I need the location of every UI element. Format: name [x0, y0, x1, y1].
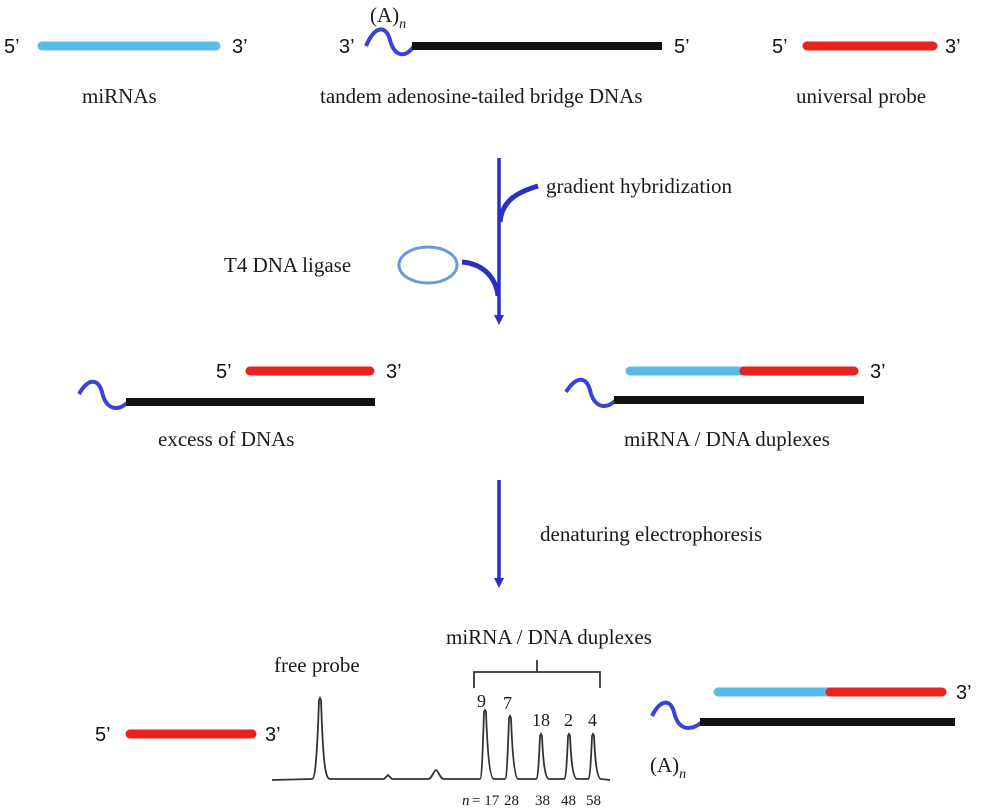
peak-label: 2 [564, 710, 573, 730]
excess-dna-group: 5’ 3’ excess of DNAs [77, 361, 402, 451]
electropherogram-trace [271, 695, 611, 781]
free-probe-label: free probe [274, 653, 360, 677]
mirnas-label: miRNAs [82, 84, 157, 108]
n-value: = 17 [472, 793, 500, 809]
ligase-icon [397, 245, 459, 285]
universal-probe-group: 5’ 3’ universal probe [772, 36, 961, 108]
peak-label: 18 [532, 710, 550, 730]
step1-arrow-group: gradient hybridization T4 DNA ligase [224, 158, 733, 325]
peak-label: 7 [503, 693, 512, 713]
probe-5prime-label: 5’ [772, 36, 788, 58]
denaturing-electrophoresis-label: denaturing electrophoresis [540, 522, 762, 546]
universal-probe-label: universal probe [796, 84, 926, 108]
n-value: 28 [504, 793, 519, 809]
mirna-5prime-label: 5’ [4, 36, 20, 58]
duplexes-label: miRNA / DNA duplexes [624, 427, 830, 451]
hybridization-branch [497, 183, 539, 223]
duplex-group: 3’ miRNA / DNA duplexes [564, 361, 886, 451]
step2-arrow-group: denaturing electrophoresis [494, 480, 762, 588]
gradient-hybridization-label: gradient hybridization [546, 174, 733, 198]
excess-5prime-label: 5’ [216, 361, 232, 383]
an-tail-label-top: (A)n [370, 3, 406, 32]
bridge-3prime-label: 3’ [339, 36, 355, 58]
mirna-strand-group: 5’ 3’ miRNAs [4, 36, 248, 108]
n-value: 38 [535, 793, 550, 809]
electropherogram: free probe miRNA / DNA duplexes 9 7 18 2… [271, 625, 652, 809]
final-tail [650, 700, 704, 730]
duplex-tail [564, 377, 618, 408]
free-probe-strand-group: 5’ 3’ [95, 724, 281, 746]
bridge-dna-group: (A)n 3’ 5’ tandem adenosine-tailed bridg… [320, 3, 690, 108]
n-value: 58 [586, 793, 601, 809]
duplexes-bracket [473, 660, 601, 688]
peak-label: 4 [588, 710, 597, 730]
bridge-5prime-label: 5’ [674, 36, 690, 58]
excess-tail [77, 379, 130, 410]
free-3prime-label: 3’ [265, 724, 281, 746]
probe-3prime-label: 3’ [945, 36, 961, 58]
duplexes-bracket-label: miRNA / DNA duplexes [446, 625, 652, 649]
mirna-3prime-label: 3’ [232, 36, 248, 58]
final-duplex-group: 3’ (A)n [650, 682, 972, 782]
n-value: 48 [561, 793, 576, 809]
t4-ligase-label: T4 DNA ligase [224, 253, 351, 277]
an-tail-label-bottom: (A)n [650, 753, 686, 782]
excess-dnas-label: excess of DNAs [158, 427, 294, 451]
final-3prime-label: 3’ [956, 682, 972, 704]
free-5prime-label: 5’ [95, 724, 111, 746]
peak-label: 9 [477, 691, 486, 711]
excess-3prime-label: 3’ [386, 361, 402, 383]
adenosine-tail [364, 27, 416, 57]
bridge-dnas-label: tandem adenosine-tailed bridge DNAs [320, 84, 643, 108]
ligase-branch [461, 259, 501, 297]
duplex-3prime-label: 3’ [870, 361, 886, 383]
n-label: n [462, 793, 470, 809]
